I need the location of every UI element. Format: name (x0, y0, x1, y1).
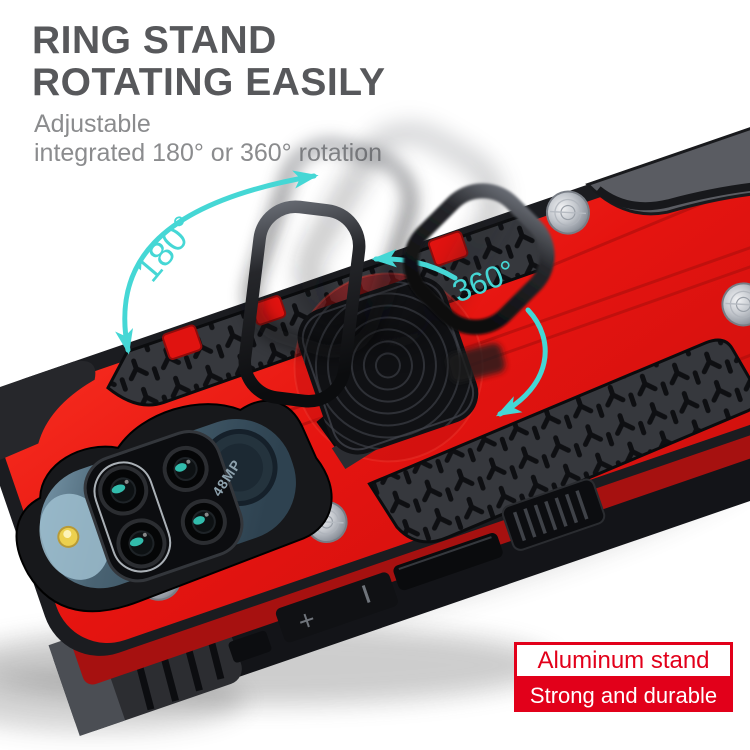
camera-lens (162, 445, 209, 492)
lens-ring (93, 461, 172, 573)
side-buttons: + (228, 478, 606, 663)
volume-minus-mark (361, 585, 371, 604)
feature-badges: Aluminum stand Strong and durable (514, 642, 733, 712)
camera-lens (180, 498, 227, 545)
badge-aluminum-stand: Aluminum stand (514, 642, 733, 679)
screw-icon (721, 282, 750, 327)
volume-button (275, 572, 398, 643)
port-cutout (228, 630, 272, 663)
badge-strong-durable: Strong and durable (514, 679, 733, 712)
arc-360 (495, 307, 548, 417)
camera-module: 48MP (15, 400, 333, 613)
power-button (393, 533, 503, 591)
ring-hinge-blur (446, 343, 506, 383)
corner-bumper-top-left (0, 360, 96, 466)
page-title: RING STAND ROTATING EASILY (32, 20, 385, 104)
screw-icon (545, 190, 590, 235)
camera-lenses (98, 445, 227, 569)
camera-lens (116, 518, 167, 569)
base-plate-edge (301, 280, 475, 451)
flash-glint (63, 530, 72, 539)
annotation-180-label: 180° (128, 209, 204, 290)
title-line-1: RING STAND (32, 19, 277, 62)
arc-180 (115, 170, 319, 355)
ring-stand-ring-rotated (403, 183, 555, 335)
grip-strip-lower (367, 338, 750, 544)
camera-lens (98, 465, 149, 516)
corner-bumper-top-right (585, 97, 750, 216)
title-line-2: ROTATING EASILY (32, 61, 386, 104)
subtitle-line-1: Adjustable (34, 110, 151, 138)
phone-case: 48MP (0, 97, 750, 736)
